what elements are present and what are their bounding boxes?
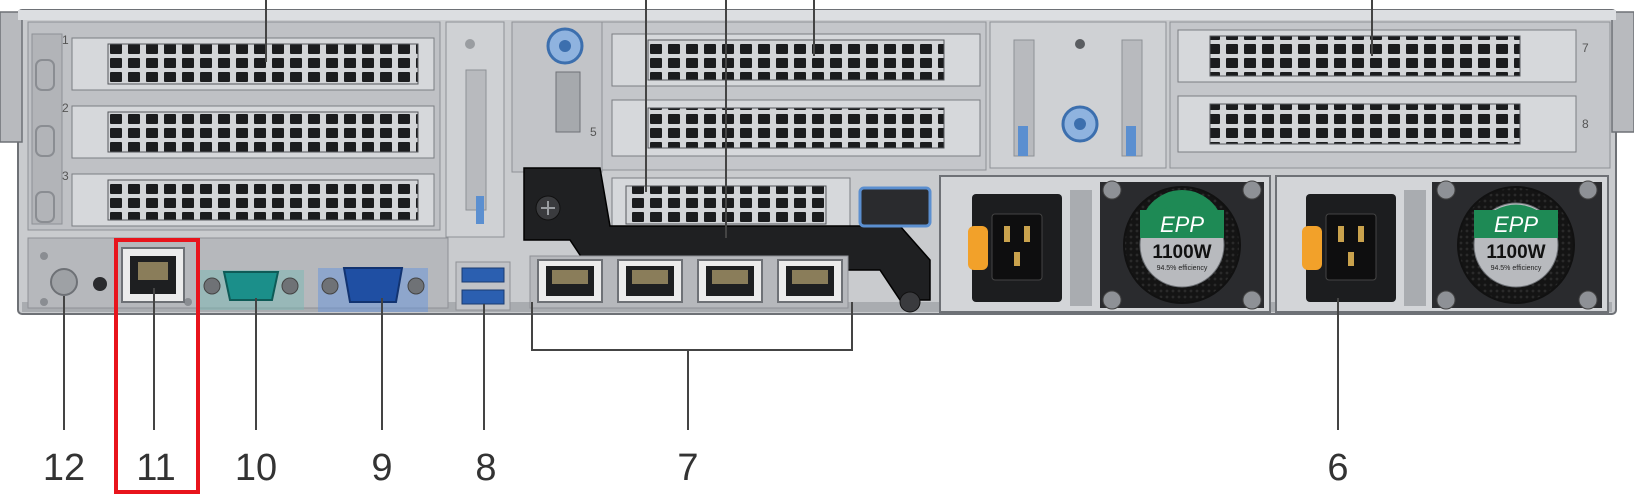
- right-center-bracket: [989, 21, 1167, 169]
- pcie-slot-7: [1177, 29, 1577, 83]
- pcie-slot-4: [611, 33, 981, 87]
- pcie-slot-6: [611, 177, 851, 231]
- slot-number-2: 2: [62, 101, 69, 115]
- callout-9: 9: [371, 447, 392, 489]
- callout-11: 11: [136, 447, 175, 489]
- pcie-slot-8: [1177, 95, 1577, 153]
- center-pcie-riser: [601, 21, 987, 231]
- screw-icon-2: [1436, 180, 1456, 200]
- psu-2-brand: EPP: [1494, 212, 1538, 237]
- top-leader-lines: [265, 0, 1373, 238]
- vga-port[interactable]: [318, 267, 428, 312]
- pcie-slot-2: [71, 105, 435, 159]
- slot-number-5: 5: [590, 125, 597, 139]
- psu-2-release-tab[interactable]: [1302, 226, 1322, 270]
- idrac-ethernet-port[interactable]: [121, 247, 185, 303]
- network-ports: [529, 255, 849, 309]
- psu-2-wattage: 1100W: [1486, 242, 1545, 263]
- power-supply-1[interactable]: EPP 1100W 94.5% efficiency: [939, 175, 1271, 313]
- ethernet-port-icon: [138, 262, 168, 280]
- pcie-slot-5: [611, 99, 981, 157]
- nic-port-3[interactable]: [697, 259, 763, 303]
- id-led-icon: [93, 277, 107, 291]
- power-supply-2[interactable]: EPP 1100W 94.5% efficiency: [1275, 175, 1609, 313]
- psu-1-wattage: 1100W: [1152, 242, 1211, 263]
- screw-icon: [1102, 180, 1122, 200]
- bottom-leader-lines: [63, 288, 1339, 430]
- psu-1-efficiency: 94.5% efficiency: [1157, 265, 1208, 272]
- pcie-slot-1: [71, 37, 435, 91]
- slot-number-1: 1: [62, 33, 69, 47]
- slot-number-3: 3: [62, 169, 69, 183]
- usb-port-icon: [461, 267, 505, 283]
- slot-number-7: 7: [1582, 41, 1589, 55]
- callout-labels: 12 11 10 9 8 7 6: [43, 447, 1349, 489]
- center-divider: 5: [445, 21, 603, 238]
- usb-ports[interactable]: [455, 261, 511, 311]
- psu-1-release-tab[interactable]: [968, 226, 988, 270]
- callout-7: 7: [677, 447, 698, 489]
- usb-port-icon-2: [461, 289, 505, 305]
- nic-port-4[interactable]: [777, 259, 843, 303]
- callout-10: 10: [235, 447, 277, 489]
- psu-2-efficiency: 94.5% efficiency: [1491, 265, 1542, 272]
- callout-6: 6: [1327, 447, 1348, 489]
- serial-port-icon: [222, 271, 280, 301]
- highlight-box: [114, 238, 200, 494]
- serial-port[interactable]: [198, 270, 304, 310]
- psu-1-brand: EPP: [1160, 212, 1204, 237]
- slot-number-8: 8: [1582, 117, 1589, 131]
- system-id-button[interactable]: [50, 268, 78, 296]
- blue-latch[interactable]: [476, 196, 484, 224]
- left-pcie-riser: 1 2 3: [27, 21, 441, 231]
- vga-port-icon: [342, 267, 404, 303]
- callout-12: 12: [43, 447, 85, 489]
- pcie-slot-3: [71, 173, 435, 227]
- right-pcie-riser: 7 8: [1169, 21, 1611, 169]
- io-panel: [27, 237, 449, 312]
- cable-arm-release[interactable]: [858, 186, 932, 228]
- blue-latch-3[interactable]: [1126, 126, 1136, 156]
- callout-8: 8: [475, 447, 496, 489]
- blue-latch-2[interactable]: [1018, 126, 1028, 156]
- nic-port-2[interactable]: [617, 259, 683, 303]
- nic-port-1[interactable]: [537, 259, 603, 303]
